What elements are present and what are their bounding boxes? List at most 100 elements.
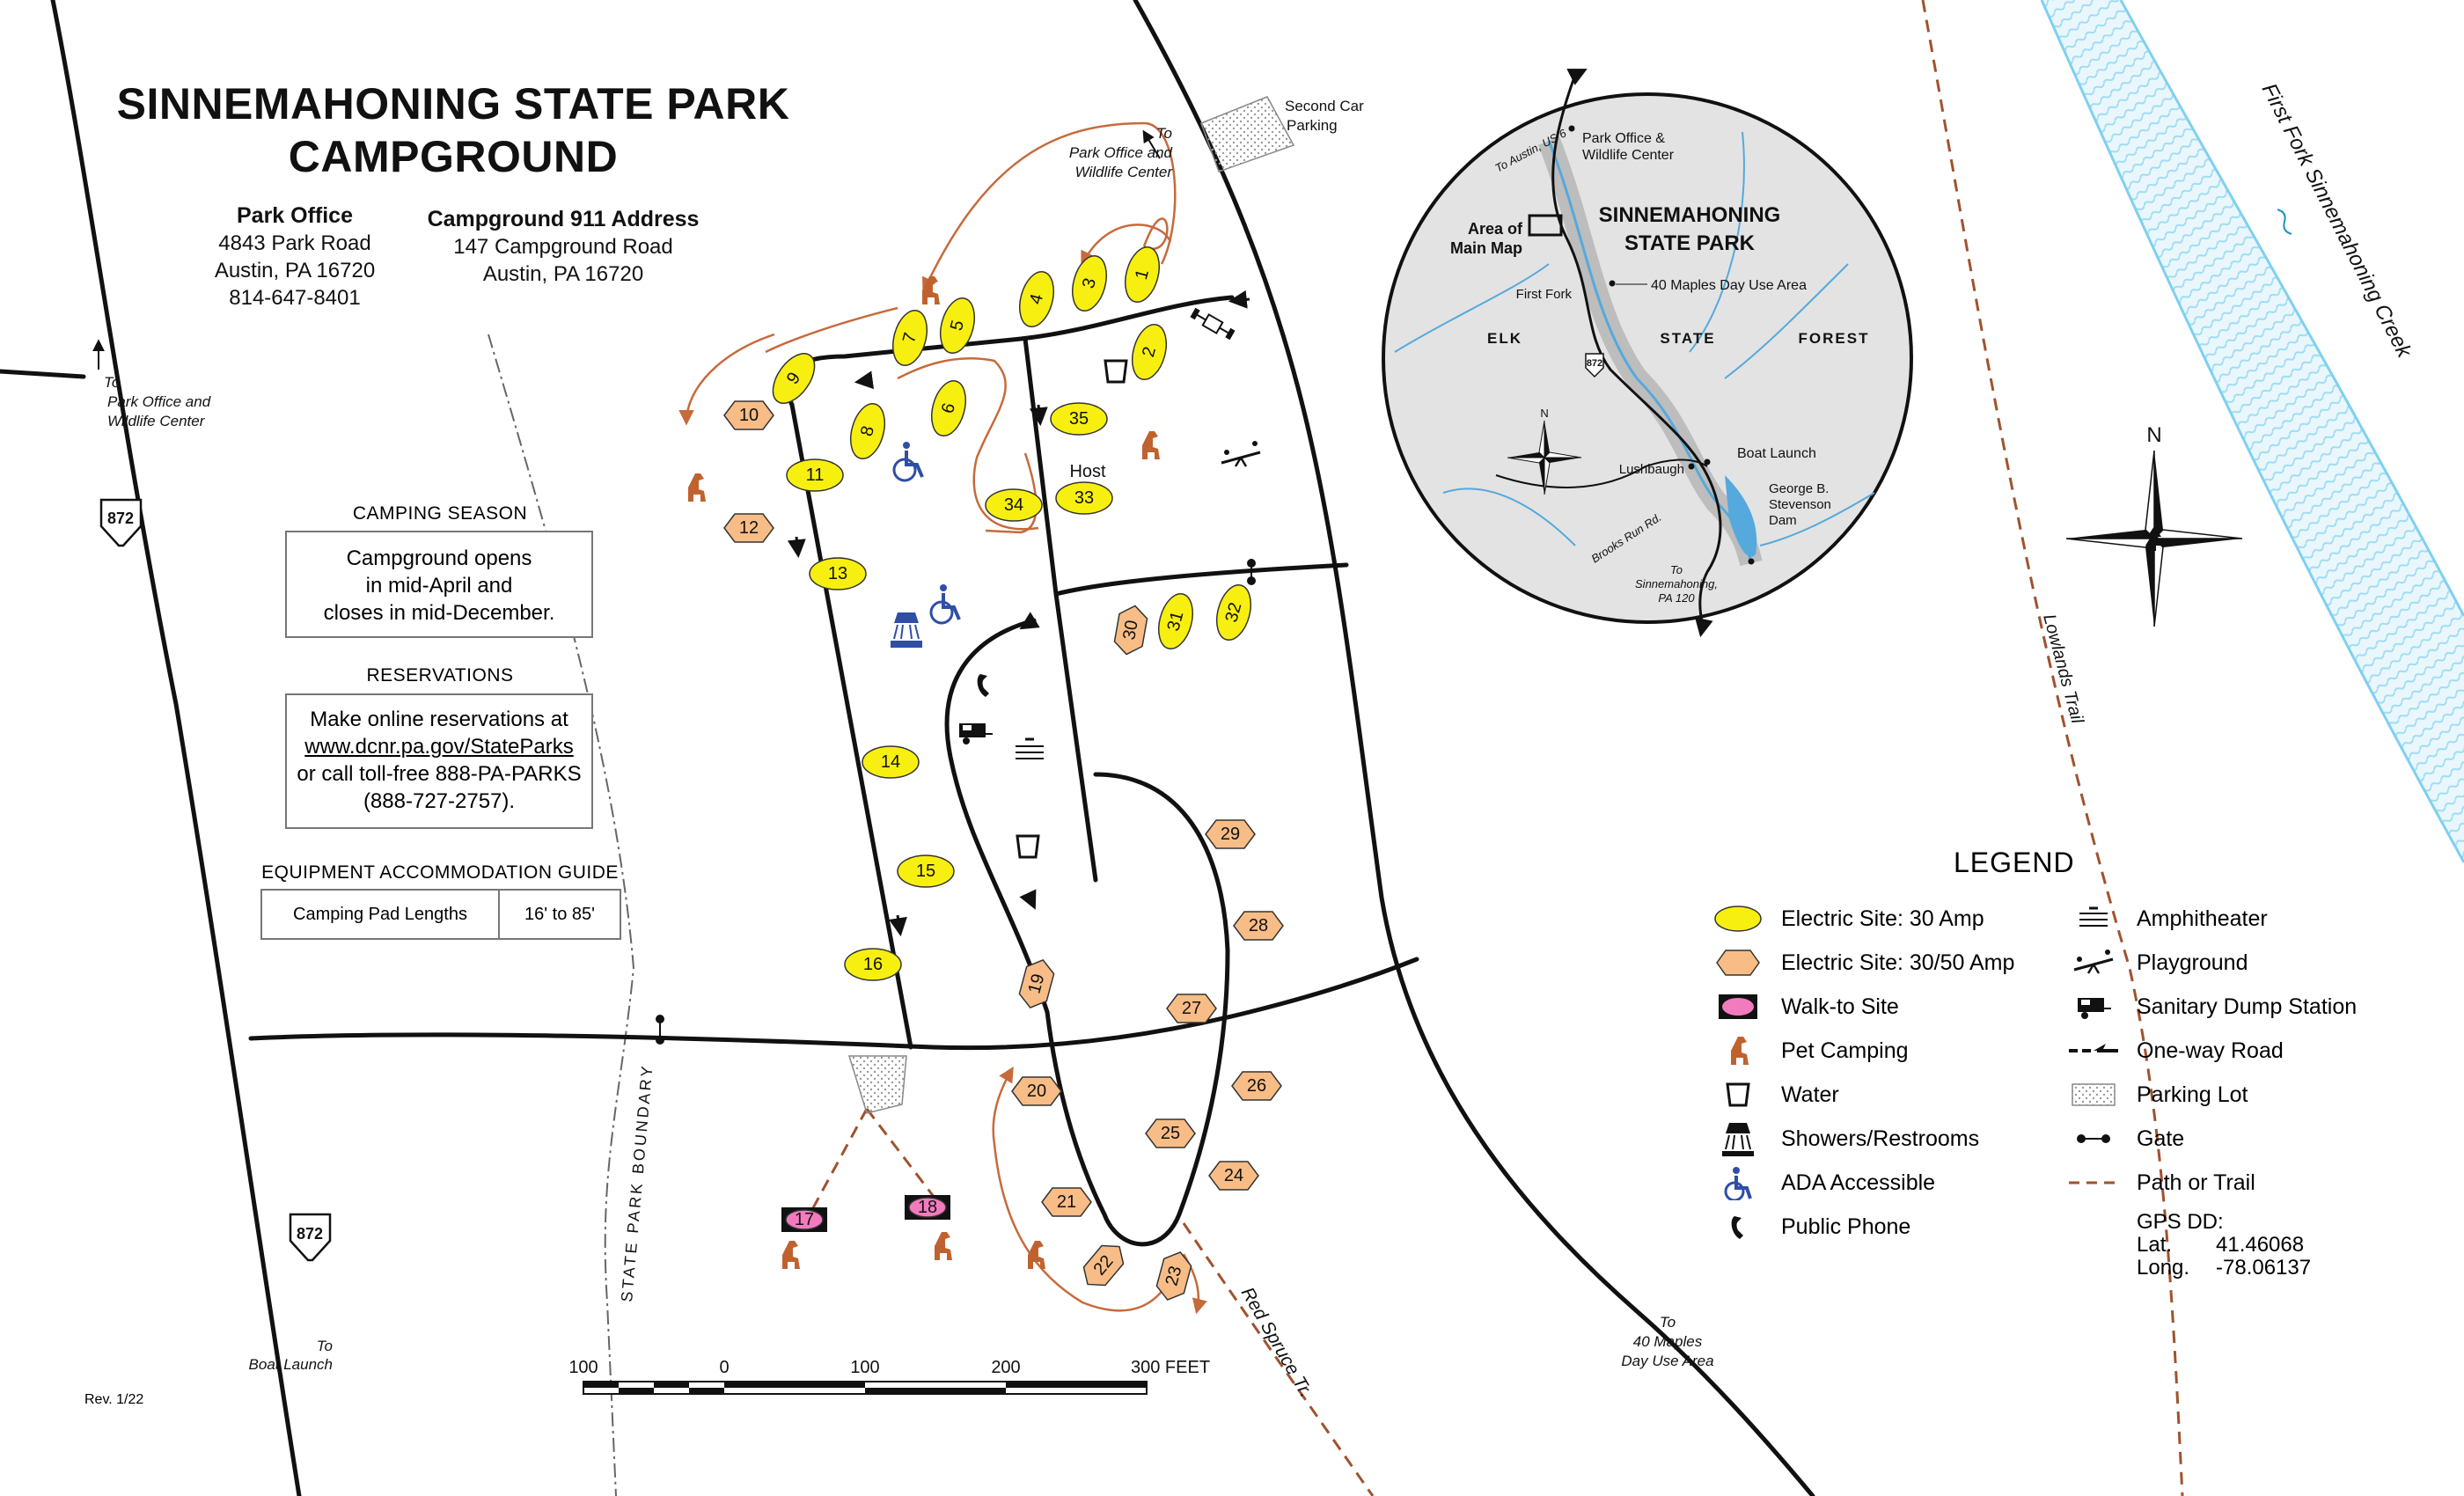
inset-map: N 872 SINNEMAHONING STATE PARK Area of M… [1382,69,1913,638]
svg-text:Lowlands Trail: Lowlands Trail [2039,612,2086,726]
loop-arrows [678,121,1207,1315]
campsite-18: 18 [905,1195,950,1220]
campsite-12: 12 [723,513,774,543]
legend-item: Playground [2063,945,2248,980]
campsite-number: 35 [1069,409,1089,429]
legend-label: Water [1781,1082,1839,1107]
legend-item: Pet Camping [1707,1033,1909,1068]
svg-text:Red Spruce Tr.: Red Spruce Tr. [1237,1284,1316,1401]
campsite-number: 8 [857,424,878,438]
svg-text:To: To [104,374,120,391]
campsite-19: 19 [1018,959,1055,1008]
dog-icon [1707,1033,1769,1068]
svg-text:Park Office and: Park Office and [107,393,211,410]
legend-item: Gate [2063,1121,2184,1156]
gates [656,559,1256,1045]
campsite-number: 34 [1004,495,1023,515]
reservations-link[interactable]: www.dcnr.pa.gov/StateParks [304,735,574,759]
campsite-number: 17 [795,1210,814,1229]
legend-label: Amphitheater [2137,906,2268,931]
campsite-26: 26 [1231,1071,1282,1101]
campsite-1: 1 [1124,246,1161,304]
campsite-number: 24 [1224,1166,1243,1185]
campsite-number: 28 [1249,916,1268,935]
revision-note: Rev. 1/22 [84,1392,144,1407]
shower-icon [1707,1121,1769,1156]
campsite-number: 27 [1182,999,1201,1018]
legend-label: Showers/Restrooms [1781,1126,1980,1151]
scale-tick: 0 [719,1358,729,1377]
campsite-7: 7 [891,309,928,367]
water-icon [1104,359,1128,384]
svg-text:N: N [1540,407,1548,420]
campsite-number: 30 [1119,619,1142,642]
campground-address: Campground 911 Address 147 Campground Ro… [427,207,700,286]
campsite-25: 25 [1145,1118,1196,1148]
svg-text:40 Maples: 40 Maples [1633,1333,1703,1350]
svg-text:STATE: STATE [1660,330,1715,347]
campsite-29: 29 [1205,819,1256,849]
hexagon-orange-icon [1707,945,1769,980]
dog-icon [922,276,940,304]
campsite-30: 30 [1113,605,1148,656]
legend-item: Public Phone [1707,1209,1910,1244]
dog-icon [1142,431,1160,459]
svg-text:ELK: ELK [1487,330,1522,347]
svg-text:FOREST: FOREST [1799,330,1870,347]
reservations-heading: RESERVATIONS [366,665,514,686]
north-arrow: N [2065,423,2243,627]
svg-text:N: N [2146,423,2161,447]
svg-text:Wildlife Center: Wildlife Center [1075,164,1174,180]
svg-text:To: To [317,1338,333,1354]
gate-icon [2063,1121,2124,1156]
svg-text:Wildlife Center: Wildlife Center [107,413,206,429]
pet-icons [688,276,1160,1269]
camping-season-box: Campground opens in mid-April and closes… [285,531,593,638]
title-line-2: CAMPGROUND [288,132,619,181]
route-872-shield-south: 872 [289,1213,332,1262]
svg-text:Main Map: Main Map [1450,239,1522,257]
campsite-24: 24 [1208,1161,1259,1191]
campsite-6: 6 [930,379,967,437]
trail-icon [2063,1165,2124,1200]
legend-item: ADA Accessible [1707,1165,1935,1200]
scale-tick: 100 [568,1358,598,1377]
legend-item: Sanitary Dump Station [2063,989,2357,1024]
title-line-1: SINNEMAHONING STATE PARK [116,79,790,128]
campsite-23: 23 [1155,1251,1192,1301]
campsite-number: 4 [1026,292,1047,306]
svg-text:Host: Host [1069,462,1106,481]
legend-item: Path or Trail [2063,1165,2255,1200]
svg-text:872: 872 [1587,358,1602,369]
scale-tick: 100 [850,1358,879,1377]
one-way-icon [2063,1033,2124,1068]
svg-text:STATE PARK BOUNDARY: STATE PARK BOUNDARY [618,1063,656,1302]
playground-icon [2063,945,2124,980]
rect-pink-icon [1707,989,1769,1024]
campsite-33: 33 [1055,481,1113,515]
dog-icon [782,1241,800,1269]
svg-text:Dam: Dam [1769,513,1797,528]
boundary-line [488,334,635,1496]
svg-text:Stevenson: Stevenson [1769,497,1831,512]
camping-season-heading: CAMPING SEASON [352,503,528,524]
dump-station-icon [2063,989,2124,1024]
campsite-5: 5 [939,297,976,355]
campsite-13: 13 [809,557,867,590]
campsite-14: 14 [862,745,920,779]
amphitheater-icon [1016,737,1044,759]
campsite-number: 29 [1221,825,1240,844]
svg-text:To: To [1670,563,1683,576]
legend-item: Parking Lot [2063,1077,2248,1112]
legend-item: Electric Site: 30/50 Amp [1707,945,2014,980]
campsite-32: 32 [1215,583,1252,642]
campsite-15: 15 [897,854,955,888]
legend-label: One-way Road [2137,1038,2284,1063]
svg-text:Second Car: Second Car [1285,98,1364,114]
legend-label: Electric Site: 30/50 Amp [1781,950,2015,975]
svg-text:To: To [1156,125,1172,142]
campsite-number: 1 [1132,268,1153,282]
campsite-10: 10 [723,400,774,430]
campsite-number: 12 [739,518,759,538]
